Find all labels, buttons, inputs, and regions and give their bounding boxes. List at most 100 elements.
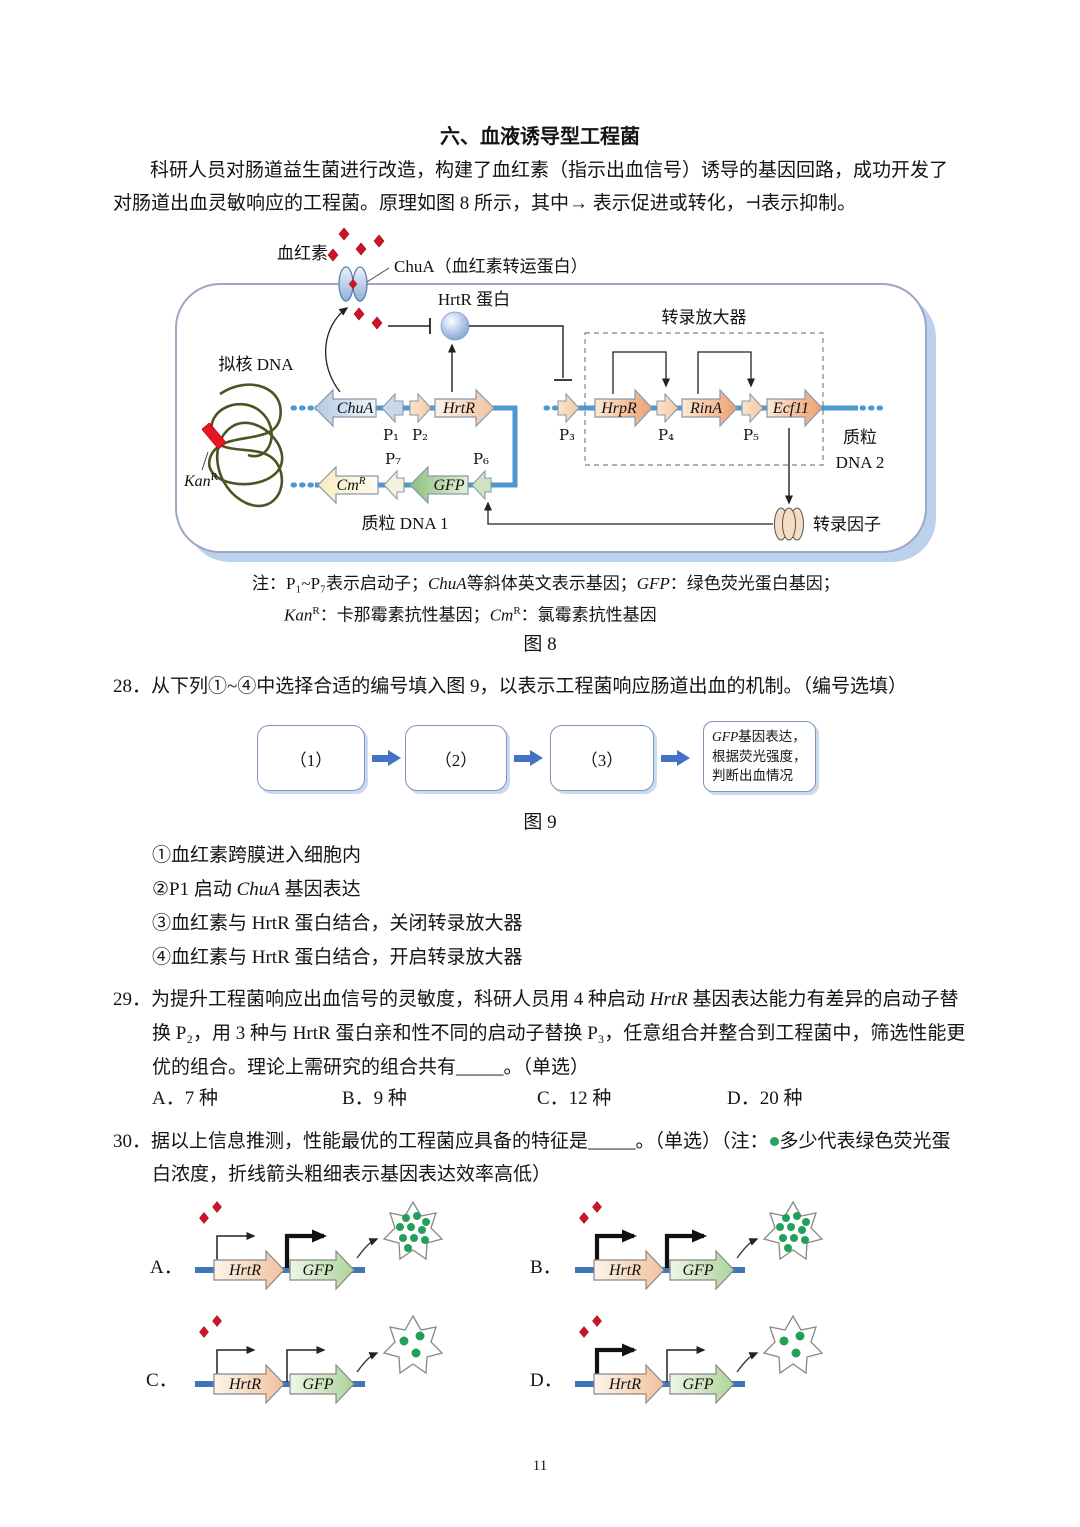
q29-l1-b: 基因表达能力有差异的启动子替 [687, 989, 959, 1010]
gene-hrtr: HrtR [434, 388, 495, 428]
gene-ecf11-label: Ecf11 [772, 400, 809, 417]
flow-arrow-2-icon [514, 750, 543, 766]
promoter-p4 [656, 392, 679, 424]
gfp-output-arrow [736, 1238, 759, 1259]
promoter-p3 [557, 392, 580, 424]
gfp-dots-many [396, 1212, 430, 1252]
gene-cm-sup: R [358, 475, 366, 487]
q30-option-b-diagram: HrtR GFP [575, 1200, 824, 1291]
heme-icon [592, 1315, 602, 1327]
q28-item2-a: ②P1 启动 [152, 879, 237, 900]
promoter-p1-label: P₁ [383, 426, 399, 444]
intro-line-2: 对肠道出血灵敏响应的工程菌。原理如图 8 所示，其中→ 表示促进或转化，⊣表示抑… [113, 193, 857, 214]
promoter-p3-label: P₃ [559, 426, 575, 444]
promoter-p2 [409, 392, 432, 424]
q30-option-d-letter: D． [530, 1370, 563, 1391]
gfp-dots-many [776, 1212, 810, 1252]
gene-hrtr-label: HrtR [228, 1262, 261, 1279]
kan-sup: R [211, 471, 219, 483]
flow-arrow-3-icon [661, 750, 690, 766]
heme-icon [579, 1326, 589, 1338]
q29-choice-c: C．12 种 [537, 1088, 612, 1109]
hrpr-to-p4-arrow [612, 351, 670, 394]
promoter-p5-label: P₅ [743, 426, 759, 444]
chua-membrane-label: ChuA（血红素转运蛋白） [394, 257, 588, 276]
gene-gfp: GFP [409, 465, 469, 505]
q30-option-a-letter: A． [150, 1257, 183, 1278]
gene-hrtr [213, 1363, 285, 1405]
flow-box4-l1: 基因表达， [738, 729, 806, 744]
hrtr-promoter-arrow-thick [594, 1343, 637, 1382]
gene-cmr-label: CmR [337, 475, 366, 494]
gfp-promoter-arrow-thick [284, 1229, 327, 1268]
flow-box-1: （1） [257, 725, 365, 791]
note-l2-sup1: R [312, 605, 320, 617]
flow-box4-line1: GFP基因表达， [712, 727, 807, 747]
fig8-note-line2: KanR：卡那霉素抗性基因；CmR：氯霉素抗性基因 [284, 598, 657, 629]
q28-item-1: ①血红素跨膜进入细胞内 [152, 845, 362, 866]
kanr-gene-icon [201, 422, 227, 450]
q30-option-b-letter: B． [530, 1257, 562, 1278]
gene-gfp [669, 1363, 735, 1405]
gene-ecf11: Ecf11 [766, 388, 823, 428]
gene-gfp [289, 1249, 355, 1291]
question30-line1: 30．据以上信息推测，性能最优的工程菌应具备的特征是_____。（单选）（注：多… [113, 1129, 951, 1155]
gene-hrpr-label: HrpR [600, 400, 637, 417]
flow-box4-gfp: GFP [712, 729, 739, 744]
cell-burst-icon [762, 1200, 824, 1261]
heme-icon [212, 1315, 222, 1327]
gene-hrtr-label: HrtR [228, 1376, 261, 1393]
nucleoid-label: 拟核 DNA [218, 355, 294, 374]
gene-hrtr-label: HrtR [442, 400, 475, 417]
plasmid2-label-line1: 质粒 [843, 428, 877, 447]
heme-label: 血红素 [277, 244, 328, 263]
gene-hrtr [213, 1249, 285, 1291]
gene-gfp-label: GFP [682, 1376, 713, 1393]
gene-rina: RinA [681, 388, 738, 428]
q30-l1-b: 多少代表绿色荧光蛋 [779, 1131, 951, 1152]
note-l2-sup2: R [513, 605, 521, 617]
gene-gfp [289, 1363, 355, 1405]
hrtr-promoter-arrow-thick [594, 1229, 637, 1268]
note-l2-b: ：氯霉素抗性基因 [520, 605, 657, 625]
heme-molecules-icon [327, 227, 385, 262]
hrtr-promoter-arrow-thin [216, 1346, 256, 1382]
hrtr-protein-icon [440, 311, 470, 341]
hrtr-inhibit-line [469, 325, 564, 378]
fig8-caption: 图 8 [523, 634, 557, 655]
question29-line1: 29．为提升工程菌响应出血信号的灵敏度，科研人员用 4 种启动 HrtR 基因表… [113, 987, 959, 1013]
heme-icon [579, 1212, 589, 1224]
green-dot-icon [769, 1136, 779, 1146]
gene-hrtr-label: HrtR [608, 1262, 641, 1279]
fig9-caption: 图 9 [523, 812, 557, 833]
nucleoid-dna-tangle [207, 383, 284, 508]
q29-l1-gene: HrtR [649, 989, 688, 1010]
fig8-note-line1: 注：P₁~P₇表示启动子；ChuA等斜体英文表示基因；GFP：绿色荧光蛋白基因； [252, 571, 840, 597]
hrtr-promoter-arrow-thin [216, 1232, 256, 1268]
gene-gfp-label: GFP [682, 1262, 713, 1279]
page-title: 六、血液诱导型工程菌 [440, 126, 640, 148]
gene-hrpr: HrpR [594, 388, 653, 428]
gfp-promoter-arrow-thin [666, 1346, 706, 1382]
promoter-p1 [381, 392, 404, 424]
gene-gfp-label: GFP [302, 1376, 333, 1393]
transcription-factor-icon [774, 507, 804, 541]
question29-line3: 优的组合。理论上需研究的组合共有_____。（单选） [152, 1057, 590, 1078]
note-l2-gene2: Cm [489, 605, 514, 625]
flow-arrow-1-icon [372, 750, 401, 766]
gene-cm-base: Cm [337, 477, 359, 494]
question28-text: 28．从下列①~④中选择合适的编号填入图 9，以表示工程菌响应肠道出血的机制。（… [113, 676, 908, 697]
heme-icon [592, 1201, 602, 1213]
figure9-flowchart: （1） （2） （3） GFP基因表达， 根据荧光强度， 判断出血情况 [255, 720, 835, 804]
tf-to-p6-arrow [484, 501, 773, 525]
gfp-output-arrow [736, 1352, 759, 1373]
gene-hrtr [593, 1249, 665, 1291]
flow-box4-line3: 判断出血情况 [712, 768, 793, 783]
cell-burst-icon [762, 1314, 824, 1375]
heme-icon [199, 1326, 209, 1338]
plasmid2-label-line2: DNA 2 [836, 453, 885, 472]
promoter-p7 [383, 469, 405, 501]
gfp-dots-few [779, 1331, 805, 1358]
kanr-pointer [201, 451, 209, 471]
gene-hrtr-label: HrtR [608, 1376, 641, 1393]
